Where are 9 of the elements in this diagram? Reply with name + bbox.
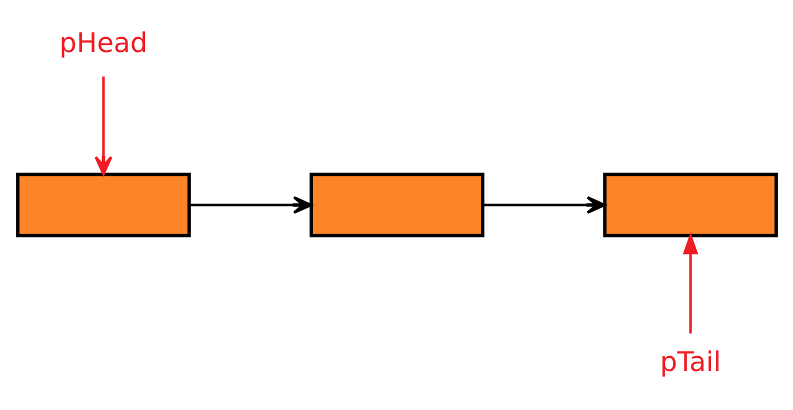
arrow bbox=[188, 196, 312, 214]
arrow bbox=[482, 196, 606, 214]
arrow bbox=[94, 76, 112, 176]
node-box bbox=[602, 172, 778, 238]
arrow bbox=[682, 232, 698, 334]
node-text: pTail bbox=[660, 346, 721, 378]
node-box bbox=[309, 172, 484, 238]
node-box bbox=[16, 172, 190, 238]
node-text: pHead bbox=[58, 28, 148, 59]
